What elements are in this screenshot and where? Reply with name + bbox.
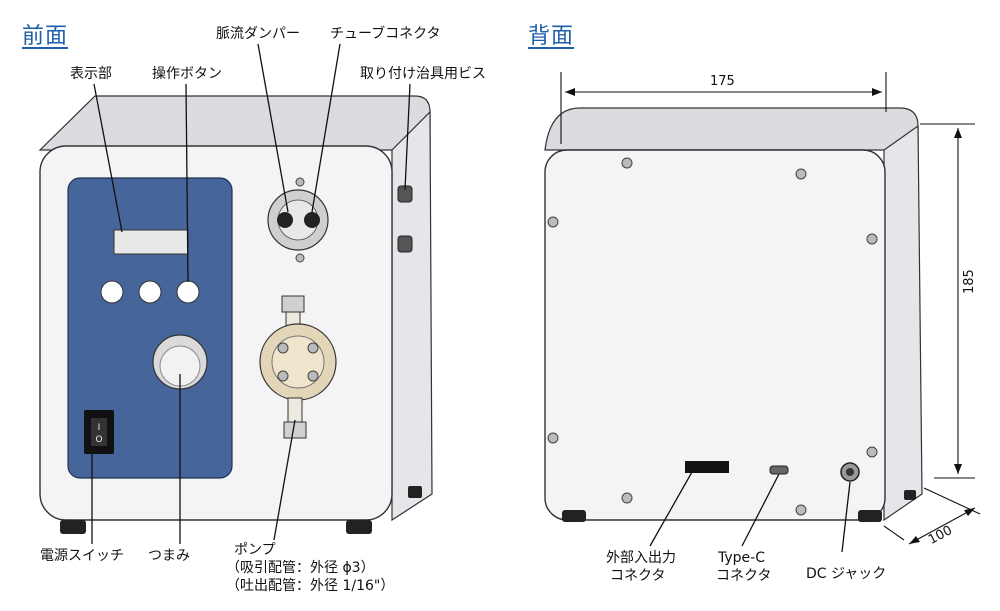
svg-text:O: O	[95, 435, 102, 445]
power-switch-label: 電源スイッチ	[40, 548, 124, 564]
dc-jack-label: DC ジャック	[806, 566, 887, 582]
mount-screw-label: 取り付け治具用ビス	[360, 66, 486, 82]
ext-io-label-line2: コネクタ	[610, 568, 666, 584]
control-panel	[67, 177, 233, 479]
back-view-heading: 背面	[528, 24, 575, 49]
mount-screw	[397, 235, 413, 253]
pump-discharge-note: （吐出配管：外径 1/16"）	[226, 578, 395, 594]
height-dimension: 185	[962, 269, 977, 294]
foot	[408, 486, 422, 498]
display-label: 表示部	[70, 66, 112, 82]
back-unit	[544, 72, 981, 553]
front-unit: I O	[38, 43, 433, 544]
tube-connector	[277, 212, 293, 228]
front-view-heading: 前面	[22, 24, 69, 49]
buttons-label: 操作ボタン	[152, 66, 222, 82]
ext-io-connector	[685, 461, 729, 473]
pump-head	[259, 295, 337, 439]
pulsation-damper-label: 脈流ダンパー	[216, 26, 300, 42]
pump-suction-note: （吸引配管：外径 ϕ3）	[226, 560, 375, 576]
ext-io-label-line1: 外部入出力	[606, 550, 676, 566]
typec-label-line2: コネクタ	[716, 568, 772, 584]
operation-button	[176, 280, 200, 304]
tube-connector-label: チューブコネクタ	[330, 26, 441, 42]
operation-button	[100, 280, 124, 304]
width-dimension: 175	[710, 74, 735, 89]
foot	[60, 520, 86, 534]
tube-connector	[304, 212, 320, 228]
svg-text:I: I	[98, 423, 101, 433]
pump-label: ポンプ	[234, 542, 276, 558]
operation-button	[138, 280, 162, 304]
foot	[346, 520, 372, 534]
typec-label-line1: Type-C	[718, 550, 765, 566]
typec-port	[769, 465, 789, 475]
display-window	[113, 229, 189, 255]
knob-label: つまみ	[148, 548, 190, 564]
